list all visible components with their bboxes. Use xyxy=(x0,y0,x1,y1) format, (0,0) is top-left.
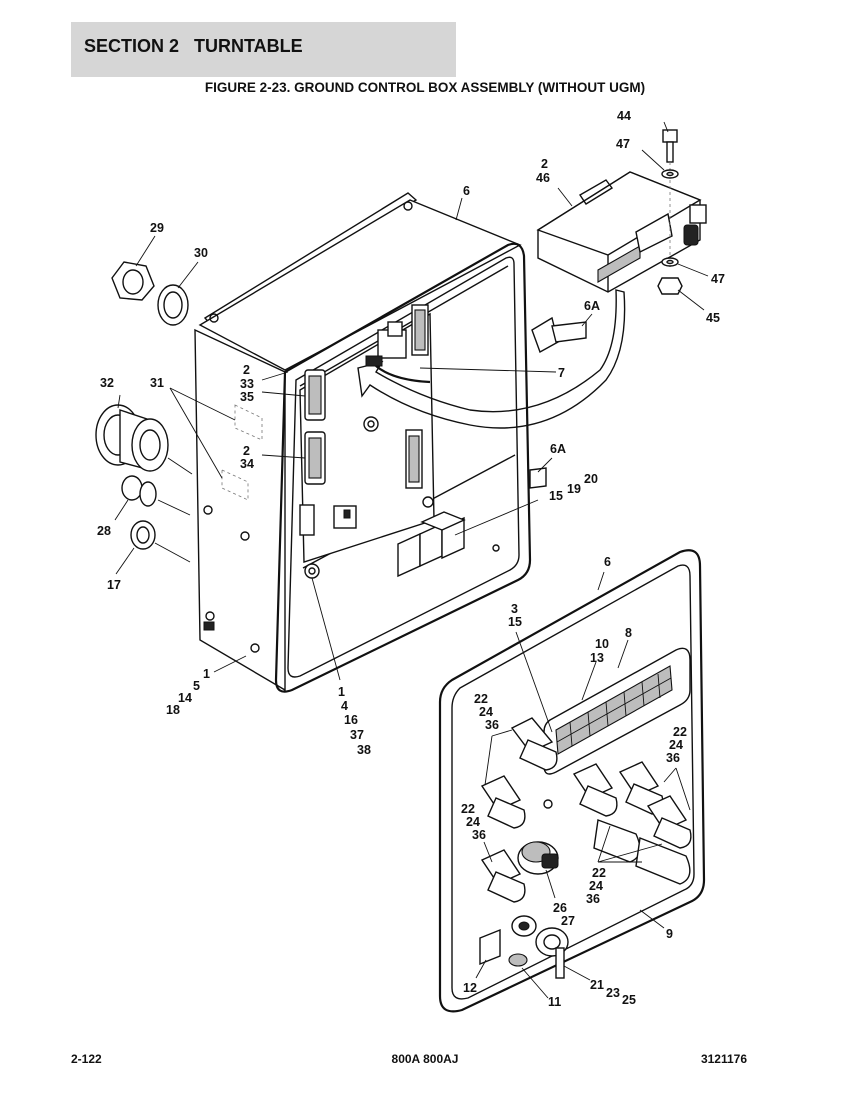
enclosure-box xyxy=(194,192,532,693)
callout-36-bottom: 36 xyxy=(586,892,600,906)
callout-6A-lower: 6A xyxy=(550,442,566,456)
callout-14: 14 xyxy=(178,691,192,705)
callout-8: 8 xyxy=(625,626,632,640)
callout-46: 46 xyxy=(536,171,550,185)
callout-12: 12 xyxy=(463,981,477,995)
harness-arrow xyxy=(357,289,626,429)
figure-title: FIGURE 2-23. GROUND CONTROL BOX ASSEMBLY… xyxy=(204,80,646,95)
callout-9: 9 xyxy=(666,927,673,941)
callout-28: 28 xyxy=(97,524,111,538)
callout-24-right: 24 xyxy=(669,738,683,752)
callout-6-cover: 6 xyxy=(604,555,611,569)
callout-23: 23 xyxy=(606,986,620,1000)
callout-37: 37 xyxy=(350,728,364,742)
callout-32: 32 xyxy=(100,376,114,390)
nut-and-washer xyxy=(111,261,189,326)
callout-35: 35 xyxy=(240,390,254,404)
callout-4: 4 xyxy=(341,699,348,713)
callout-3: 3 xyxy=(511,602,518,616)
callout-36-right: 36 xyxy=(666,751,680,765)
callout-19: 19 xyxy=(567,482,581,496)
callout-15-relays: 15 xyxy=(549,489,563,503)
model-designation: 800A 800AJ xyxy=(391,1052,459,1066)
callout-2-module: 2 xyxy=(541,157,548,171)
callout-6-box: 6 xyxy=(463,184,470,198)
callout-24-bottom: 24 xyxy=(589,879,603,893)
callout-38: 38 xyxy=(357,743,371,757)
cord-grip xyxy=(95,404,193,563)
callout-7: 7 xyxy=(558,366,565,380)
callout-10: 10 xyxy=(595,637,609,651)
callout-44: 44 xyxy=(617,109,631,123)
callout-22-mid-left: 22 xyxy=(461,802,475,816)
document-number: 3121176 xyxy=(700,1052,747,1066)
callout-47-top: 47 xyxy=(616,137,630,151)
callout-31: 31 xyxy=(150,376,164,390)
callout-15-cover: 15 xyxy=(508,615,522,629)
latch xyxy=(529,316,587,489)
callout-22-right: 22 xyxy=(673,725,687,739)
callout-2-lower-connector: 2 xyxy=(243,444,250,458)
callout-26: 26 xyxy=(553,901,567,915)
internal-panel xyxy=(299,304,500,579)
callout-1-panel: 1 xyxy=(338,685,345,699)
callout-25: 25 xyxy=(622,993,636,1007)
callout-45: 45 xyxy=(706,311,720,325)
page-number: 2-122 xyxy=(71,1052,102,1066)
callout-22-bottom: 22 xyxy=(592,866,606,880)
callout-22-upper-left: 22 xyxy=(474,692,488,706)
callout-5: 5 xyxy=(193,679,200,693)
callout-24-upper-left: 24 xyxy=(479,705,493,719)
callout-13: 13 xyxy=(590,651,604,665)
callout-27: 27 xyxy=(561,914,575,928)
callout-17: 17 xyxy=(107,578,121,592)
bolt-hardware xyxy=(657,129,683,295)
callout-20: 20 xyxy=(584,472,598,486)
callout-1-box: 1 xyxy=(203,667,210,681)
section-banner xyxy=(71,22,456,77)
callout-36-mid-left: 36 xyxy=(472,828,486,842)
callout-36-upper-left: 36 xyxy=(485,718,499,732)
section-title: SECTION 2 TURNTABLE xyxy=(84,36,303,56)
callout-6A-upper: 6A xyxy=(584,299,600,313)
callout-30: 30 xyxy=(194,246,208,260)
callout-18: 18 xyxy=(166,703,180,717)
callout-labels: 44 47 2 46 6 29 30 47 45 6A 2 33 35 7 32… xyxy=(97,109,725,1009)
cover-door xyxy=(438,549,706,1013)
callout-29: 29 xyxy=(150,221,164,235)
leader-lines xyxy=(114,121,709,999)
callout-11: 11 xyxy=(548,995,561,1009)
control-module xyxy=(536,171,707,293)
callout-2-connector: 2 xyxy=(243,363,250,377)
callout-34: 34 xyxy=(240,457,254,471)
callout-21: 21 xyxy=(590,978,604,992)
callout-33: 33 xyxy=(240,377,254,391)
callout-47-bottom: 47 xyxy=(711,272,725,286)
callout-24-mid-left: 24 xyxy=(466,815,480,829)
callout-16: 16 xyxy=(344,713,358,727)
